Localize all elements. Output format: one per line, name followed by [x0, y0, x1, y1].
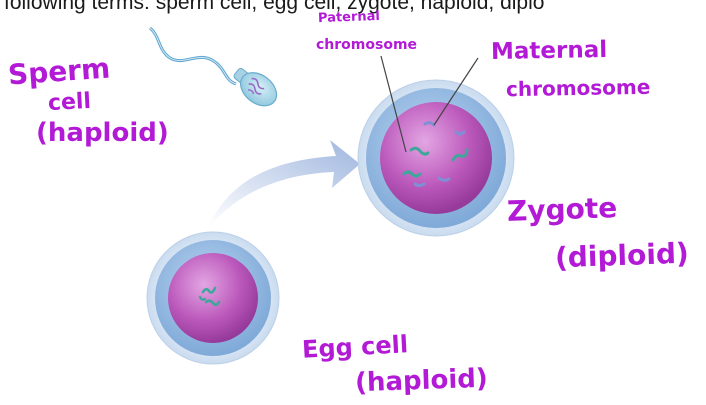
- zygote-illustration: [358, 80, 514, 236]
- sperm-label-line3: (haploid): [36, 120, 169, 146]
- sperm-label-line2: cell: [47, 91, 91, 115]
- fertilization-arrow: [208, 140, 360, 228]
- zygote-label-line2: (diploid): [555, 240, 690, 273]
- egg-label-line1: Egg cell: [301, 332, 408, 362]
- egg-label-line2: (haploid): [355, 366, 489, 397]
- zygote-label-line1: Zygote: [507, 194, 618, 226]
- sperm-label-line1: Sperm: [7, 54, 111, 89]
- egg-cell-illustration: [147, 232, 279, 364]
- maternal-label-line1: Maternal: [491, 39, 608, 64]
- paternal-label-line2: chromosome: [316, 38, 417, 52]
- maternal-label-line2: chromosome: [506, 77, 651, 100]
- paternal-label-line1: Paternal: [318, 10, 380, 25]
- sperm-cell-illustration: [150, 28, 283, 113]
